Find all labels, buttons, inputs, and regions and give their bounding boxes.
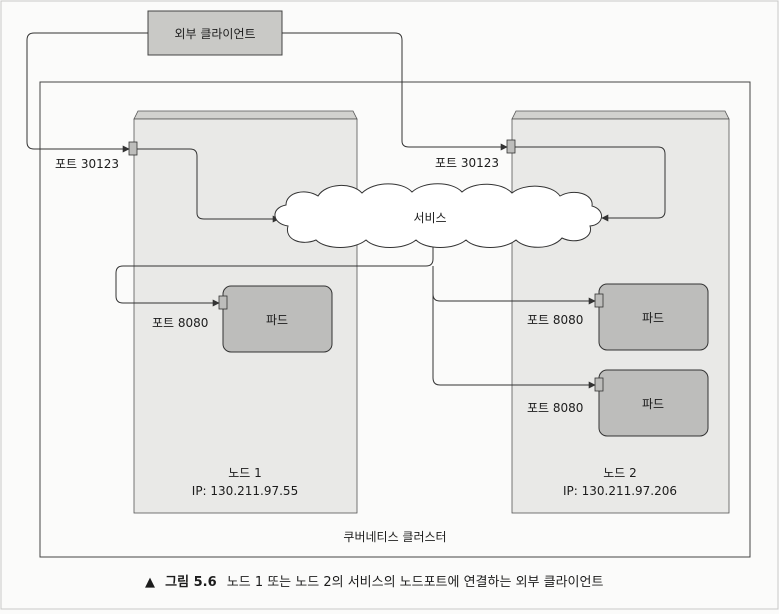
pod-label: 파드 [642,311,664,325]
arrow-client-to-node-1-port [26,32,148,153]
pod-label: 파드 [642,397,664,411]
pod-port-marker [218,295,228,310]
node-2-port-marker [506,139,516,154]
pod-box [598,283,709,351]
node-2-ip: IP: 130.211.97.206 [563,484,677,498]
external-client-label: 외부 클라이언트 [174,27,255,41]
node-1-port-label: 포트 30123 [55,157,119,171]
pod-port-marker [594,377,604,392]
caption-marker: ▲ [145,575,155,590]
pod-port-marker [594,293,604,308]
arrow-service-to-node-1-pod [115,246,434,307]
node-1-port-marker [128,141,138,156]
arrow-node-2-port-to-service [515,146,666,222]
pod-box [222,285,333,353]
pod-box [598,369,709,437]
external-client: 외부 클라이언트 [147,10,283,56]
service-label: 서비스 [413,211,446,225]
node-2-pod-1: 파드 포트 8080 [527,283,709,351]
external-client-box [147,10,283,56]
caption-figure-number: 그림 5.6 [165,575,216,590]
node-2-name: 노드 2 [603,466,637,480]
pod-label: 파드 [266,313,288,327]
service-cloud: 서비스 [274,183,602,248]
pod-port-label: 포트 8080 [527,401,583,415]
connections [26,32,666,389]
node-2-pod-2: 파드 포트 8080 [527,369,709,437]
caption-text: 노드 1 또는 노드 2의 서비스의 노드포트에 연결하는 외부 클라이언트 [227,575,604,590]
arrow-service-to-node-2-pod-2 [432,294,596,389]
pod-port-label: 포트 8080 [527,313,583,327]
node-1-pod: 파드 포트 8080 [152,285,333,353]
arrow-node-1-port-to-service [137,148,280,223]
arrow-client-to-node-2-port [282,32,508,151]
cluster-label: 쿠버네티스 클러스터 [343,530,446,544]
service-cloud-shape [274,183,602,248]
node-1-name: 노드 1 [228,466,262,480]
pod-port-label: 포트 8080 [152,316,208,330]
figure-caption: ▲ 그림 5.6 노드 1 또는 노드 2의 서비스의 노드포트에 연결하는 외… [145,575,603,590]
node-1-top [133,110,358,120]
node-1-ip: IP: 130.211.97.55 [192,484,298,498]
node-2-port-label: 포트 30123 [435,156,499,170]
node-2-top [511,110,730,120]
cluster-border [39,81,751,558]
